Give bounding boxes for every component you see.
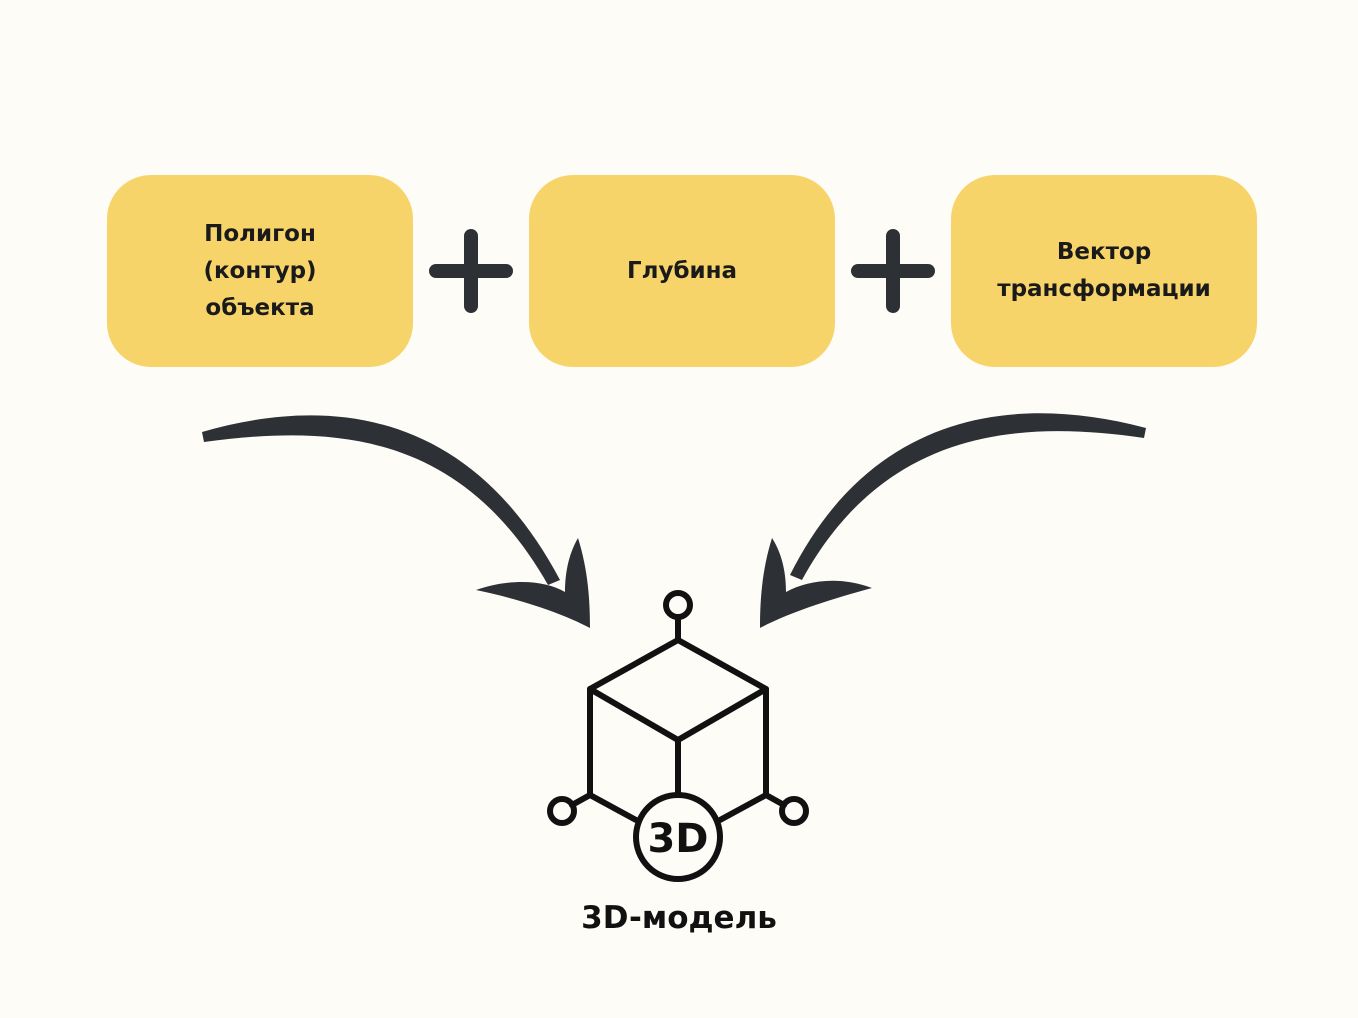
curved-arrow-left	[202, 415, 590, 628]
result-label: 3D-модель	[581, 900, 777, 936]
input-box-transform-vector-label: Вектор трансформации	[997, 239, 1211, 302]
input-box-transform-vector: Вектор трансформации	[951, 175, 1257, 367]
plus-icon	[429, 229, 513, 313]
plus-icon	[851, 229, 935, 313]
input-box-depth: Глубина	[529, 175, 835, 367]
3d-cube-icon: 3D	[547, 590, 809, 882]
input-box-depth-label: Глубина	[626, 257, 738, 284]
3d-badge-text: 3D	[647, 816, 708, 862]
curved-arrow-right	[760, 413, 1146, 628]
input-box-polygon: Полигон (контур) объекта	[107, 175, 413, 367]
input-box-polygon-label: Полигон (контур) объекта	[203, 220, 317, 321]
